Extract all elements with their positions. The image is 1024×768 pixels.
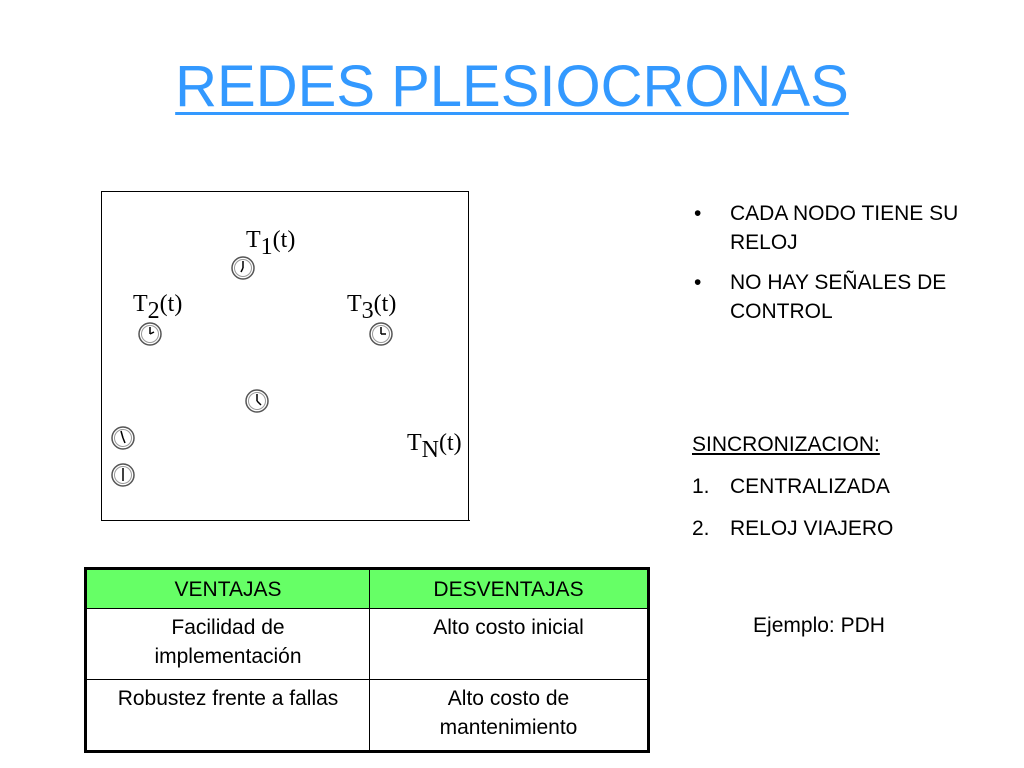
table-header-row: VENTAJAS DESVENTAJAS (85, 568, 649, 609)
table-row: Facilidad de implementación Alto costo i… (85, 608, 649, 680)
sync-item-text: CENTRALIZADA (730, 475, 890, 498)
clock-icon (111, 463, 135, 487)
bullet-marker: • (694, 202, 702, 225)
example-text: Ejemplo: PDH (753, 614, 885, 637)
sync-heading: SINCRONIZACION: (692, 433, 880, 456)
bullet-item: • CADA NODO TIENE SU RELOJ (692, 199, 1012, 257)
table-header-advantages: VENTAJAS (85, 568, 370, 609)
bullet-list: • CADA NODO TIENE SU RELOJ • NO HAY SEÑA… (692, 199, 1012, 337)
clock-icon (369, 322, 393, 346)
node-label-t3: T3(t) (347, 291, 397, 324)
sync-section: SINCRONIZACION: 1. CENTRALIZADA 2. RELOJ… (692, 430, 1012, 556)
table-cell: Facilidad de implementación (85, 608, 370, 680)
table-header-disadvantages: DESVENTAJAS (369, 568, 649, 609)
sync-item-number: 1. (692, 475, 710, 498)
bullet-text: NO HAY SEÑALES DE CONTROL (730, 271, 947, 323)
bullet-item: • NO HAY SEÑALES DE CONTROL (692, 268, 1012, 326)
sync-item-number: 2. (692, 517, 710, 540)
clock-icon (245, 389, 269, 413)
clock-icon (231, 256, 255, 280)
clock-icon (138, 322, 162, 346)
table-row: Robustez frente a fallas Alto costo de m… (85, 679, 649, 752)
node-label-tn: TN(t) (407, 430, 462, 463)
node-label-t1: T1(t) (246, 227, 296, 260)
table-cell: Alto costo inicial (369, 608, 649, 680)
slide-title: REDES PLESIOCRONAS (175, 54, 849, 119)
bullet-marker: • (694, 271, 702, 294)
clock-diagram: T1(t) T2(t) T3(t) (101, 191, 470, 521)
bullet-text: CADA NODO TIENE SU RELOJ (730, 202, 959, 254)
sync-item: 1. CENTRALIZADA (692, 472, 1012, 501)
table-cell: Robustez frente a fallas (85, 679, 370, 752)
pros-cons-table: VENTAJAS DESVENTAJAS Facilidad de implem… (84, 567, 650, 753)
sync-item-text: RELOJ VIAJERO (730, 517, 894, 540)
clock-icon (111, 426, 135, 450)
sync-item: 2. RELOJ VIAJERO (692, 514, 1012, 543)
node-label-t2: T2(t) (133, 291, 183, 324)
table-cell: Alto costo de mantenimiento (369, 679, 649, 752)
